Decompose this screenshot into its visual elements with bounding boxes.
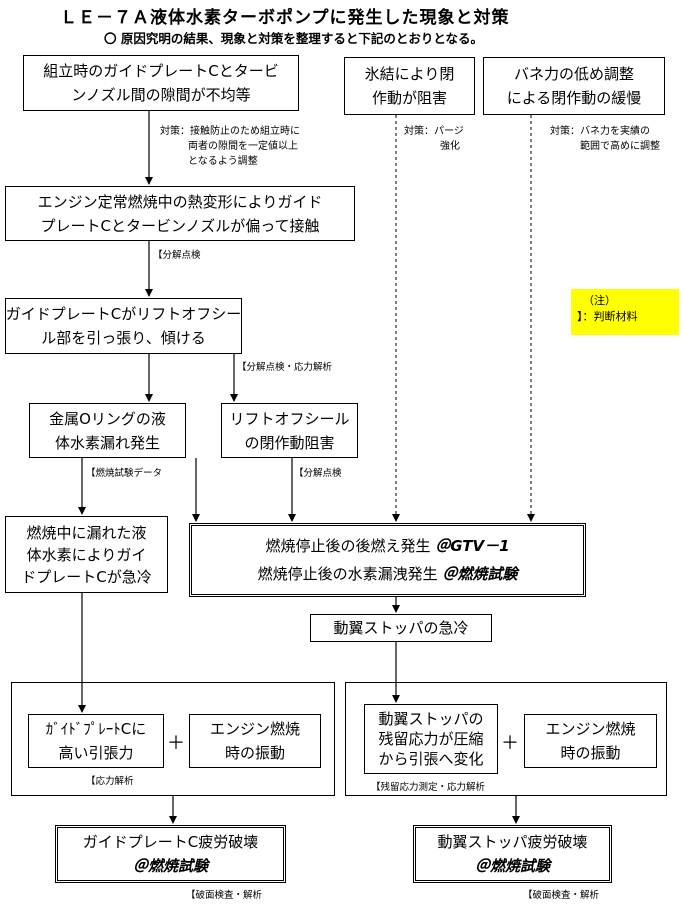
tag-fracture-left: 【破面検査・解析 [186, 890, 263, 901]
node-afterburn: 燃焼停止後の後燃え発生 ＠GTV－1 燃焼停止後の水素漏洩発生 ＠燃焼試験 [189, 523, 586, 597]
frame-right [345, 682, 667, 796]
node-stopper-cool: 動翼ストッパの急冷 [310, 614, 492, 642]
countermeasure-spring: 対策：バネ力を実績の 範囲で高めに調整 [550, 126, 660, 152]
plus-right: ＋ [501, 733, 519, 754]
page-title: ＬＥ－７Ａ液体水素ターボポンプに発生した現象と対策 [60, 8, 510, 28]
plus-left: ＋ [167, 733, 185, 754]
node-vibration-right: エンジン燃焼 時の振動 [524, 714, 657, 768]
page-subtitle: 〇 原因究明の結果、現象と対策を整理すると下記のとおりとなる。 [104, 31, 483, 46]
tag-disassembly-2: 【分解点検 [294, 468, 342, 479]
node-spring: バネ力の低め調整 による閉作動の緩慢 [483, 57, 665, 115]
tag-residual-stress: 【残留応力測定・応力解析 [371, 782, 486, 793]
node-guide-fatigue: ガイドプレートC疲労破壊 ＠燃焼試験 [55, 825, 286, 883]
tag-fracture-right: 【破面検査・解析 [523, 890, 600, 901]
frame-left [11, 682, 335, 796]
node-rapid-cool: 燃焼中に漏れた液 体水素によりガイ ドプレートCが急冷 [5, 516, 168, 593]
node-assembly-gap: 組立時のガイドプレートCとタービ ンノズル間の隙間が不均等 [23, 55, 299, 111]
node-oring-leak: 金属Oリングの液 体水素漏れ発生 [29, 403, 186, 458]
node-vibration-left: エンジン燃焼 時の振動 [189, 714, 321, 768]
node-liftoff-block: リフトオフシール の閉作動阻害 [221, 403, 358, 458]
node-guide-pull: ガイドプレートCがリフトオフシー ル部を引っ張り、傾ける [5, 298, 242, 354]
tag-disassembly-stress: 【分解点検・応力解析 [237, 362, 333, 373]
node-thermal-deform: エンジン定常燃焼中の熱変形によりガイド プレートCとタービンノズルが偏って接触 [5, 186, 355, 241]
tag-disassembly-1: 【分解点検 [153, 250, 201, 261]
node-stopper-fatigue: 動翼ストッパ疲労破壊 ＠燃焼試験 [413, 825, 612, 883]
node-stopper-stress: 動翼ストッパの 残留応力が圧縮 から引張へ変化 [364, 704, 498, 774]
node-guide-tension: ｶﾞｲﾄﾞﾌﾟﾚｰﾄCに 高い引張力 [28, 714, 164, 768]
countermeasure-gap: 対策：接触防止のため組立時に 両者の隙間を一定値以上 となるよう調整 [160, 126, 300, 167]
tag-combustion-data: 【燃焼試験データ [86, 468, 163, 479]
node-freeze: 氷結により閉 作動が阻害 [344, 57, 475, 115]
countermeasure-freeze: 対策：パージ 強化 [404, 126, 464, 152]
tag-stress: 【応力解析 [86, 776, 134, 787]
legend-box: （注） 】：判断材料 [571, 289, 679, 335]
